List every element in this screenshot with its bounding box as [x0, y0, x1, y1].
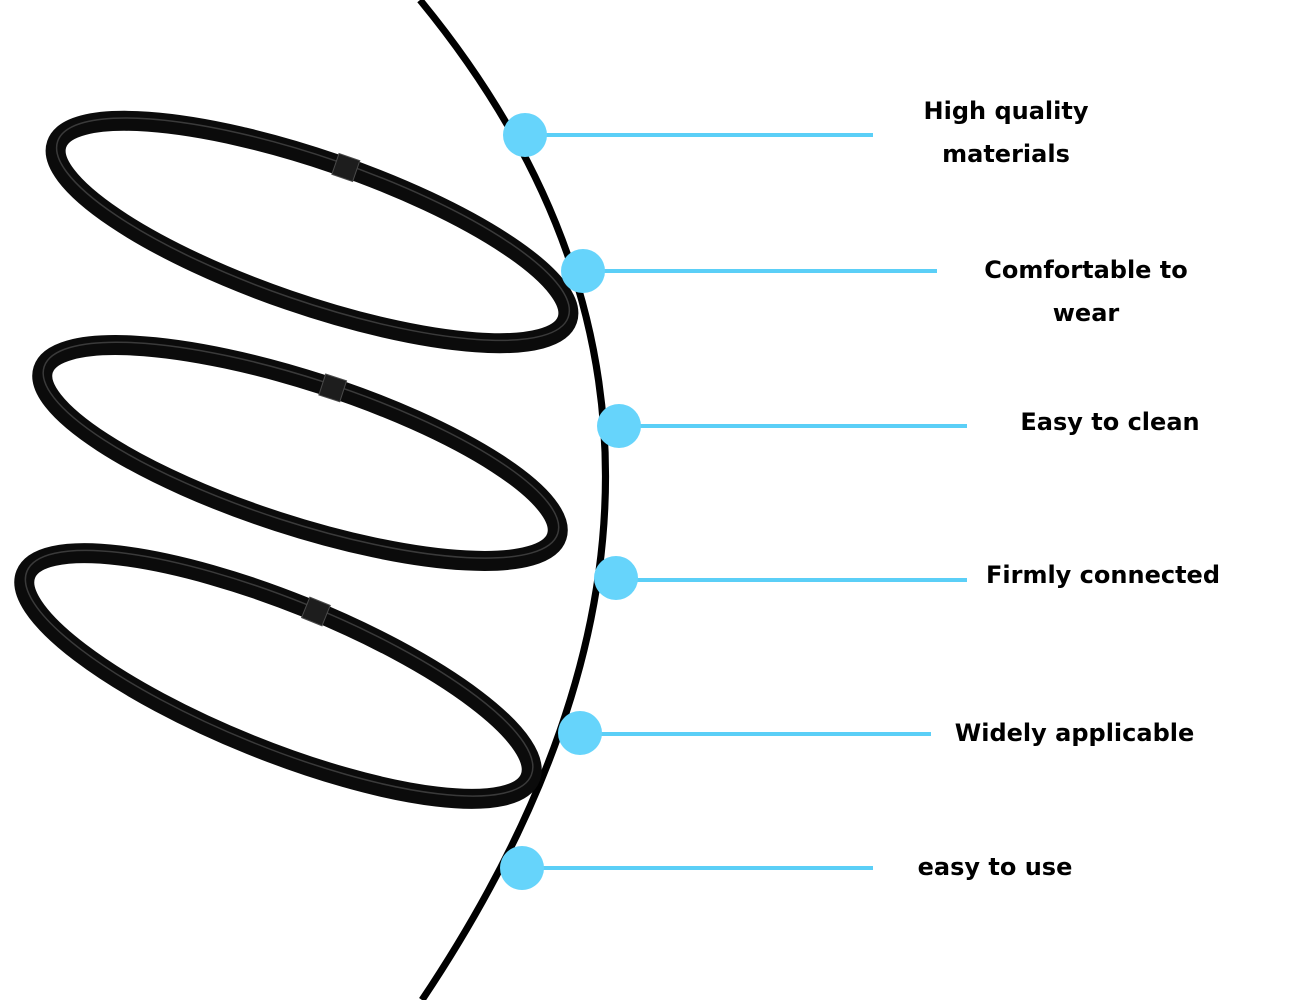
feature-label-6: easy to use	[905, 846, 1085, 889]
feature-label-4: Firmly connected	[978, 554, 1228, 597]
feature-label-2-line1: Comfortable to	[984, 256, 1188, 284]
marker-dot-6	[500, 846, 544, 890]
headband-clip	[300, 596, 331, 627]
feature-label-5: Widely applicable	[947, 712, 1202, 755]
marker-dot-5	[558, 711, 602, 755]
feature-label-4-line1: Firmly connected	[985, 561, 1220, 589]
headband-clip	[318, 373, 348, 403]
feature-label-2: Comfortable to wear	[976, 249, 1196, 335]
feature-label-1-line1: High quality	[923, 97, 1089, 125]
marker-dot-1	[503, 113, 547, 157]
marker-dot-2	[561, 249, 605, 293]
feature-label-2-line2: wear	[1052, 299, 1120, 327]
headband-3	[14, 543, 542, 809]
headband-clip	[331, 152, 361, 183]
feature-label-3: Easy to clean	[1010, 401, 1210, 444]
feature-label-3-line1: Easy to clean	[1020, 408, 1200, 436]
marker-dot-3	[597, 404, 641, 448]
feature-label-1: High quality materials	[906, 90, 1106, 176]
feature-label-1-line2: materials	[942, 140, 1070, 168]
feature-label-5-line1: Widely applicable	[954, 719, 1195, 747]
headband-1	[45, 110, 579, 354]
marker-dot-4	[594, 556, 638, 600]
feature-label-6-line1: easy to use	[917, 853, 1073, 881]
headband-2	[32, 335, 568, 571]
